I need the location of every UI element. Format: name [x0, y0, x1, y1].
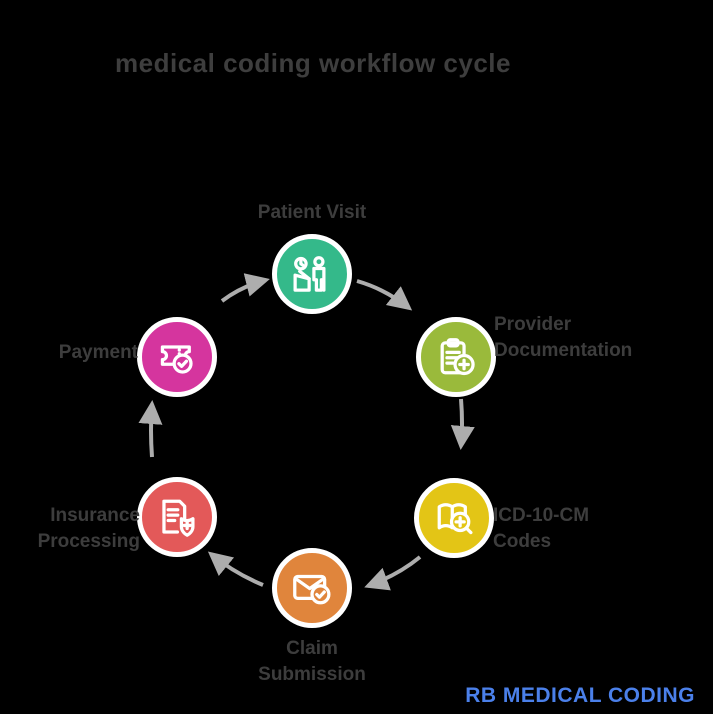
node-patient-visit: [272, 234, 352, 314]
label-payment: Payment: [0, 340, 138, 366]
label-icd-10-cm-codes-line2: Codes: [493, 531, 552, 552]
envelope-check-icon: [293, 574, 331, 605]
node-provider-documentation: [416, 317, 496, 397]
node-payment: [137, 317, 217, 397]
node-insurance-processing: [137, 477, 217, 557]
label-patient-visit-line1: Patient Visit: [257, 202, 367, 223]
node-claim-submission: [272, 548, 352, 628]
label-provider-documentation-line1: Provider: [494, 314, 572, 335]
label-icd-10-cm-codes-line1: ICD-10-CM: [493, 505, 590, 526]
label-claim-submission: Claim Submission: [192, 636, 432, 688]
receipt-check-icon: [160, 345, 193, 374]
label-provider-documentation: Provider Documentation: [494, 312, 684, 364]
person-at-reception-desk-clock-icon: [293, 256, 326, 292]
arrow-claim-submission-to-insurance: [207, 551, 264, 587]
arrow-documentation-to-codes: [450, 398, 475, 450]
payment-circle: [137, 317, 217, 397]
label-claim-submission-line2: Submission: [258, 664, 366, 685]
arrow-payment-to-patient-visit: [220, 273, 270, 303]
patient-visit-circle: [272, 234, 352, 314]
arrow-codes-to-claim-submission: [364, 555, 422, 591]
arrow-patient-visit-to-documentation: [356, 279, 413, 311]
node-icd-10-cm-codes: [414, 478, 494, 558]
label-insurance-processing-line2: Processing: [37, 531, 140, 552]
claim-submission-circle: [272, 548, 352, 628]
page-title: medical coding workflow cycle: [115, 48, 511, 78]
book-magnifier-cross-icon: [437, 503, 473, 535]
clipboard-plus-icon: [440, 338, 475, 376]
label-provider-documentation-line2: Documentation: [494, 340, 633, 361]
insurance-processing-circle: [137, 477, 217, 557]
document-shield-plus-icon: [162, 499, 195, 537]
label-claim-submission-line1: Claim: [286, 638, 338, 659]
provider-documentation-circle: [416, 317, 496, 397]
arrow-insurance-to-payment: [138, 400, 163, 458]
label-payment-line1: Payment: [58, 342, 138, 363]
label-icd-10-cm-codes: ICD-10-CM Codes: [493, 503, 683, 555]
brand-watermark: RB MEDICAL CODING: [465, 684, 695, 707]
icd-10-cm-codes-circle: [414, 478, 494, 558]
label-patient-visit: Patient Visit: [180, 200, 444, 226]
label-insurance-processing: Insurance Processing: [0, 503, 140, 555]
label-insurance-processing-line1: Insurance: [50, 505, 140, 526]
